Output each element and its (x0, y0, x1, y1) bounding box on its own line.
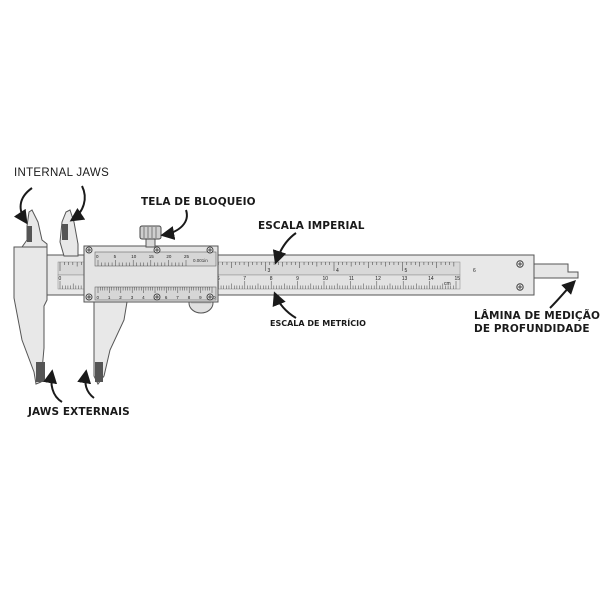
imperial-tick-label: 4 (336, 268, 339, 274)
vernier-top-scale: 0 5 10 15 20 25 (96, 254, 190, 266)
slider-screw (153, 293, 161, 301)
vernier-bottom-label: 3 (131, 295, 134, 300)
leader-imperial-scale (272, 232, 297, 265)
slider-screw (153, 246, 161, 254)
vernier-bottom-label: 7 (176, 295, 179, 300)
metric-tick-label: 8 (270, 276, 273, 282)
metric-tick-label: 0 (59, 276, 62, 282)
slider-screw (85, 246, 93, 254)
leader-external-jaws-right (77, 369, 95, 399)
imperial-tick-label: 5 (405, 268, 408, 274)
internal-jaws-label: INTERNAL JAWS (14, 167, 110, 179)
leader-metric-scale (272, 291, 297, 319)
depth-blade (531, 263, 579, 279)
sliding-external-jaw-tip (95, 362, 103, 382)
metric-tick-label: 9 (296, 276, 299, 282)
metric-tick-label: 11 (349, 276, 354, 282)
vernier-bottom-label: 6 (165, 295, 168, 300)
leader-internal-jaws-left (13, 187, 33, 225)
metric-tick-label: 15 (455, 276, 461, 282)
vernier-bottom-label: 9 (199, 295, 202, 300)
vernier-top-label: 15 (149, 254, 155, 259)
imperial-tick-label: 3 (268, 268, 271, 274)
depth-blade-label: LÂMINA DE MEDIÇÃO DE PROFUNDIDADE (474, 310, 600, 336)
vernier-top-label: 20 (166, 254, 172, 259)
vernier-bottom-label: 0 (97, 295, 100, 300)
vernier-top-label: 25 (184, 254, 190, 259)
slider-screw (206, 293, 214, 301)
leader-lock-screw (160, 209, 188, 240)
internal-jaw-tip (27, 226, 32, 242)
metric-unit-label: cm (444, 281, 451, 287)
beam-screw (516, 260, 524, 268)
sliding-internal-jaw-tip (62, 224, 68, 240)
vernier-top-label: 5 (114, 254, 117, 259)
metric-tick-label: 13 (402, 276, 408, 282)
vernier-bottom-label: 1 (108, 295, 111, 300)
vernier-note: 0.001in (193, 258, 208, 263)
beam-screw (516, 283, 524, 291)
leader-internal-jaws-right (69, 185, 86, 222)
external-jaws-label: JAWS EXTERNAIS (28, 406, 130, 418)
vernier-bottom-label: 4 (142, 295, 145, 300)
vernier-top-label: 0 (96, 254, 99, 259)
metric-tick-label: 12 (375, 276, 381, 282)
depth-blade-label-line2: DE PROFUNDIDADE (474, 323, 590, 335)
metric-tick-label: 14 (428, 276, 434, 282)
metric-scale-label: ESCALA DE METRÍCIO (270, 319, 366, 328)
imperial-tick-label: 6 (473, 268, 476, 274)
metric-tick-label: 7 (243, 276, 246, 282)
external-jaw-tip (36, 362, 45, 382)
depth-blade-label-line1: LÂMINA DE MEDIÇÃO (474, 310, 600, 322)
slider-screw (206, 246, 214, 254)
lock-screw-knob (139, 225, 162, 248)
vernier-top-label: 10 (131, 254, 137, 259)
vernier-bottom-label: 8 (188, 295, 191, 300)
metric-tick-label: 10 (323, 276, 329, 282)
slider-screw (85, 293, 93, 301)
vernier-bottom-label: 2 (119, 295, 122, 300)
imperial-scale-label: ESCALA IMPERIAL (258, 220, 365, 232)
lock-screw-label: TELA DE BLOQUEIO (141, 196, 256, 208)
leader-external-jaws-left (43, 369, 63, 403)
leader-depth-blade (549, 280, 576, 309)
